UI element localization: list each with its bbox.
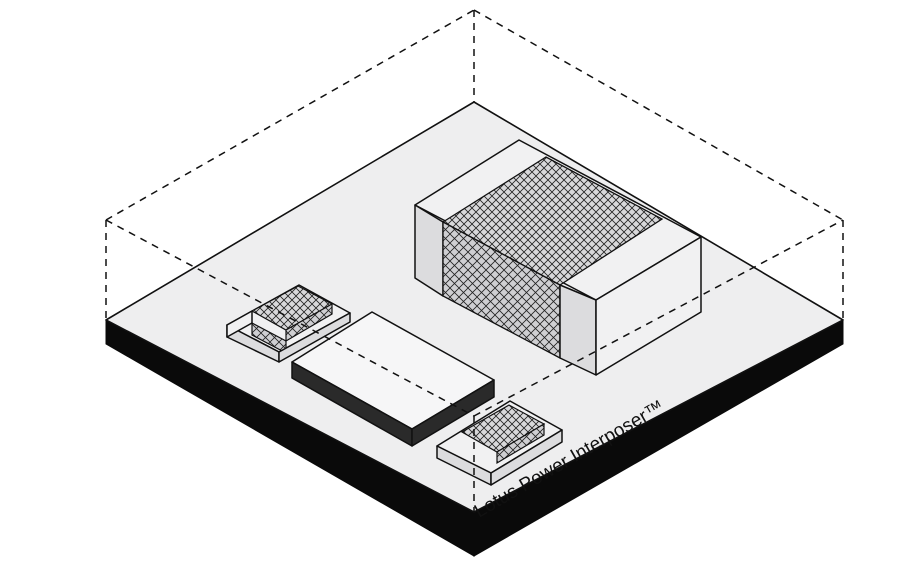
- large-capacitor: [414, 139, 702, 376]
- small-capacitor-right: [436, 400, 563, 486]
- small-capacitor-left: [226, 284, 351, 363]
- bounding-box-back: [105, 9, 844, 320]
- bounding-box-front: [105, 219, 844, 512]
